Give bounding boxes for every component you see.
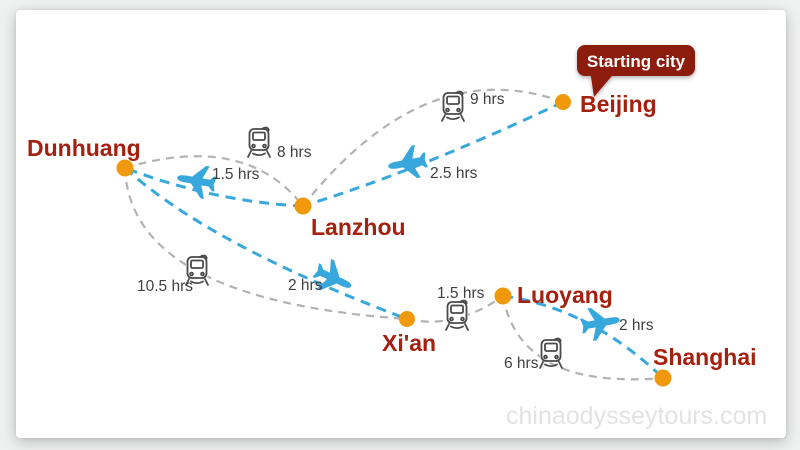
plane-icon <box>578 303 623 343</box>
train-route-dunhuang-lanzhou <box>124 155 304 207</box>
map-card <box>16 10 786 438</box>
flight-route-lanzhou-dunhuang <box>124 166 304 208</box>
bubble-tail-icon <box>590 70 617 97</box>
plane-icon <box>385 143 430 183</box>
flight-route-dunhuang-xian <box>123 166 408 321</box>
duration-label-train-lanzhou-beijing: 9 hrs <box>470 91 505 108</box>
city-label-shanghai: Shanghai <box>653 344 757 370</box>
train-icon <box>441 90 465 122</box>
watermark: chinaodysseytours.com <box>506 402 767 430</box>
train-icon <box>247 126 271 158</box>
train-icon <box>445 299 469 331</box>
city-dot-luoyang <box>494 287 512 305</box>
city-dot-shanghai <box>654 369 672 387</box>
city-label-luoyang: Luoyang <box>517 282 613 308</box>
duration-label-flight-lanzhou-dunhuang: 1.5 hrs <box>212 166 260 183</box>
city-label-beijing: Beijing <box>580 91 657 117</box>
city-label-lanzhou: Lanzhou <box>311 214 406 240</box>
train-route-luoyang-shanghai <box>501 295 664 381</box>
city-dot-beijing <box>555 94 571 110</box>
city-label-xian: Xi'an <box>382 330 436 356</box>
duration-label-train-xian-luoyang: 1.5 hrs <box>437 285 485 302</box>
bubble-body <box>577 45 695 76</box>
duration-label-train-luoyang-shanghai: 6 hrs <box>504 355 539 372</box>
train-route-dunhuang-xian <box>123 167 408 321</box>
starting-city-bubble: Starting city <box>577 45 695 97</box>
starting-city-label: Starting city <box>587 52 686 71</box>
duration-label-train-dunhuang-xian: 10.5 hrs <box>137 278 193 295</box>
duration-label-train-dunhuang-lanzhou: 8 hrs <box>277 144 312 161</box>
duration-label-flight-luoyang-shanghai: 2 hrs <box>619 317 654 334</box>
city-label-dunhuang: Dunhuang <box>27 135 141 161</box>
city-dot-lanzhou <box>294 197 312 215</box>
flight-route-beijing-lanzhou <box>302 100 564 208</box>
train-route-lanzhou-beijing <box>302 88 564 207</box>
duration-label-flight-dunhuang-xian: 2 hrs <box>288 277 323 294</box>
duration-label-flight-beijing-lanzhou: 2.5 hrs <box>430 165 478 182</box>
city-dot-dunhuang <box>116 159 134 177</box>
city-dot-xian <box>399 311 415 327</box>
